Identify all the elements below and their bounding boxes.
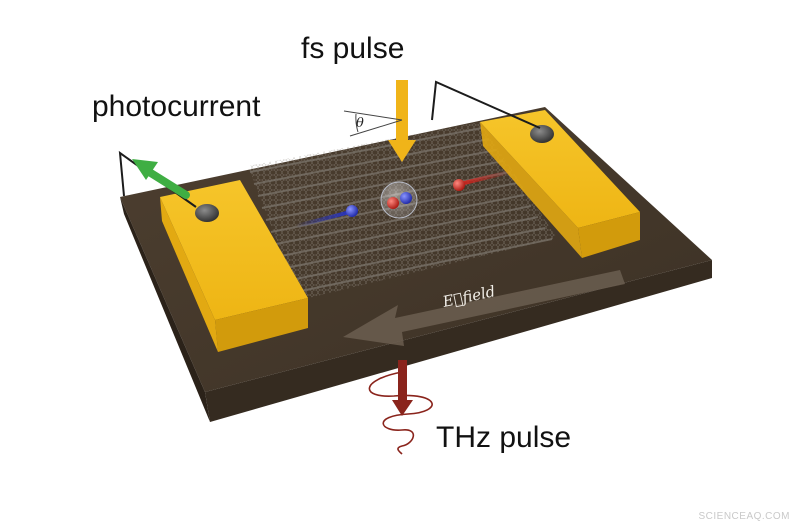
thz-pulse-label: THz pulse [436, 421, 572, 454]
left-contact-pad [195, 204, 219, 222]
hole [453, 179, 465, 191]
fs-pulse-label: fs pulse [301, 32, 405, 65]
electron-trail [295, 210, 351, 228]
fs-pulse-arrow [388, 80, 416, 162]
right-contact-pad [530, 125, 554, 143]
right-electrode [480, 110, 640, 258]
electron-hole-pair [380, 181, 418, 219]
photocurrent-arrow [132, 159, 190, 199]
electric-field-arrow [343, 270, 625, 346]
theta-label: θ [356, 116, 364, 131]
right-wire [431, 80, 541, 129]
hole-trail [459, 170, 511, 186]
watermark: SCIENCEAQ.COM [698, 511, 790, 522]
incidence-angle-marker [343, 110, 403, 137]
electron [346, 205, 358, 217]
photocurrent-label: photocurrent [92, 90, 261, 123]
thz-pulse [368, 360, 433, 455]
